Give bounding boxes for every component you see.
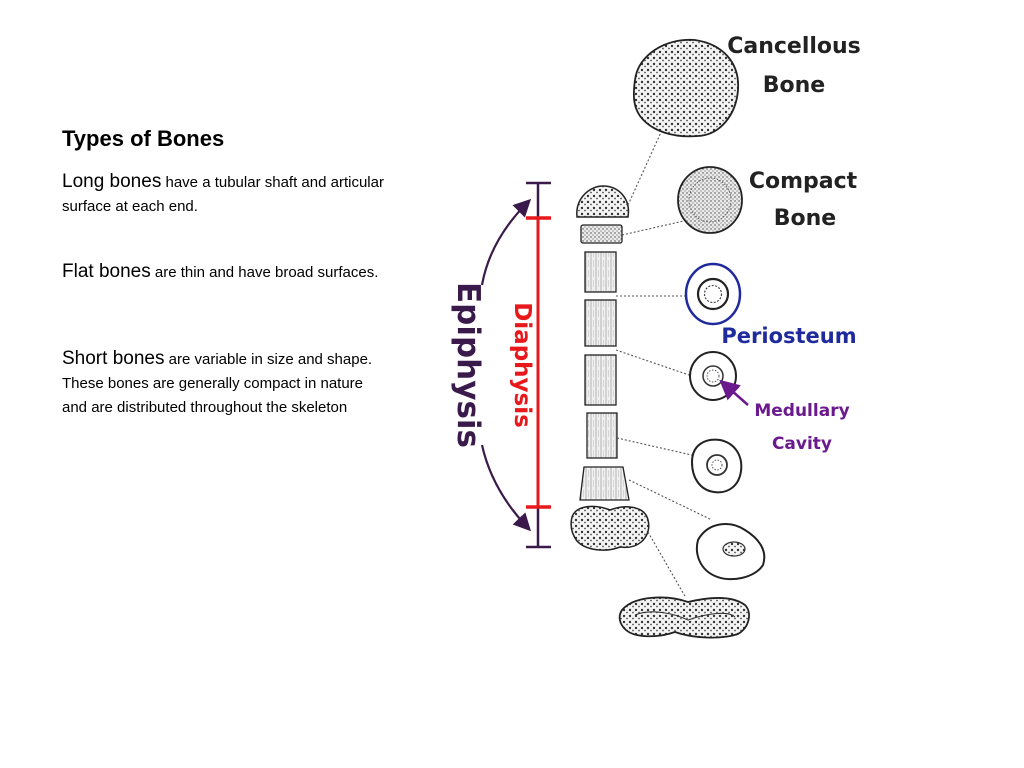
proximal-epiphysis xyxy=(576,185,630,218)
epiphysis-label: Epiphysis xyxy=(450,282,486,448)
lower-shaft-section xyxy=(690,438,743,494)
cancellous-label-line2: Bone xyxy=(763,73,825,98)
compact-label-line1: Compact xyxy=(749,169,858,194)
bone-slice-5 xyxy=(586,412,618,459)
long-bones-entry: Long bones have a tubular shaft and arti… xyxy=(62,170,387,219)
flat-bones-description: are thin and have broad surfaces. xyxy=(150,264,379,281)
slide-title: Types of Bones xyxy=(62,126,225,151)
long-bones-term: Long bones xyxy=(62,171,162,192)
bone-slice-4 xyxy=(584,354,617,406)
distal-epiphysis-section xyxy=(618,596,750,639)
periosteum-label: Periosteum xyxy=(721,324,856,348)
long-bone-diagram-svg: Epiphysis Diaphysis xyxy=(450,34,861,639)
epiphysis-arrow-down xyxy=(480,444,532,532)
long-bone-stack xyxy=(570,185,650,551)
flat-bones-term: Flat bones xyxy=(62,261,151,282)
bone-slice-6 xyxy=(579,466,630,501)
long-bone-diagram: Epiphysis Diaphysis xyxy=(430,20,900,660)
bone-slice-2 xyxy=(584,251,617,293)
short-bones-term: Short bones xyxy=(62,348,165,369)
flat-bones-entry: Flat bones are thin and have broad surfa… xyxy=(62,260,387,285)
distal-metaphysis-section xyxy=(696,523,766,581)
medullary-label-line2: Cavity xyxy=(772,434,832,454)
long-bones-description: have a tubular shaft and articular surfa… xyxy=(62,174,384,215)
diaphysis-bracket xyxy=(526,216,551,509)
short-bones-description: are variable in size and shape. These bo… xyxy=(62,351,373,416)
bone-slice-3 xyxy=(584,299,617,347)
medullary-cavity-section xyxy=(689,351,737,401)
bone-slice-1 xyxy=(580,224,623,244)
compact-bone-section xyxy=(677,166,743,234)
compact-label-line2: Bone xyxy=(774,206,836,231)
leader-lines xyxy=(615,129,713,599)
medullary-pointer-arrow xyxy=(719,379,749,406)
periosteum-section xyxy=(684,262,742,326)
distal-epiphysis xyxy=(570,505,650,551)
diaphysis-label: Diaphysis xyxy=(509,302,535,428)
medullary-label-line1: Medullary xyxy=(754,401,849,421)
cancellous-bone-section xyxy=(632,39,739,138)
cancellous-label-line1: Cancellous xyxy=(727,34,861,59)
epiphysis-arrow-up xyxy=(480,198,532,286)
short-bones-entry: Short bones are variable in size and sha… xyxy=(62,347,387,420)
